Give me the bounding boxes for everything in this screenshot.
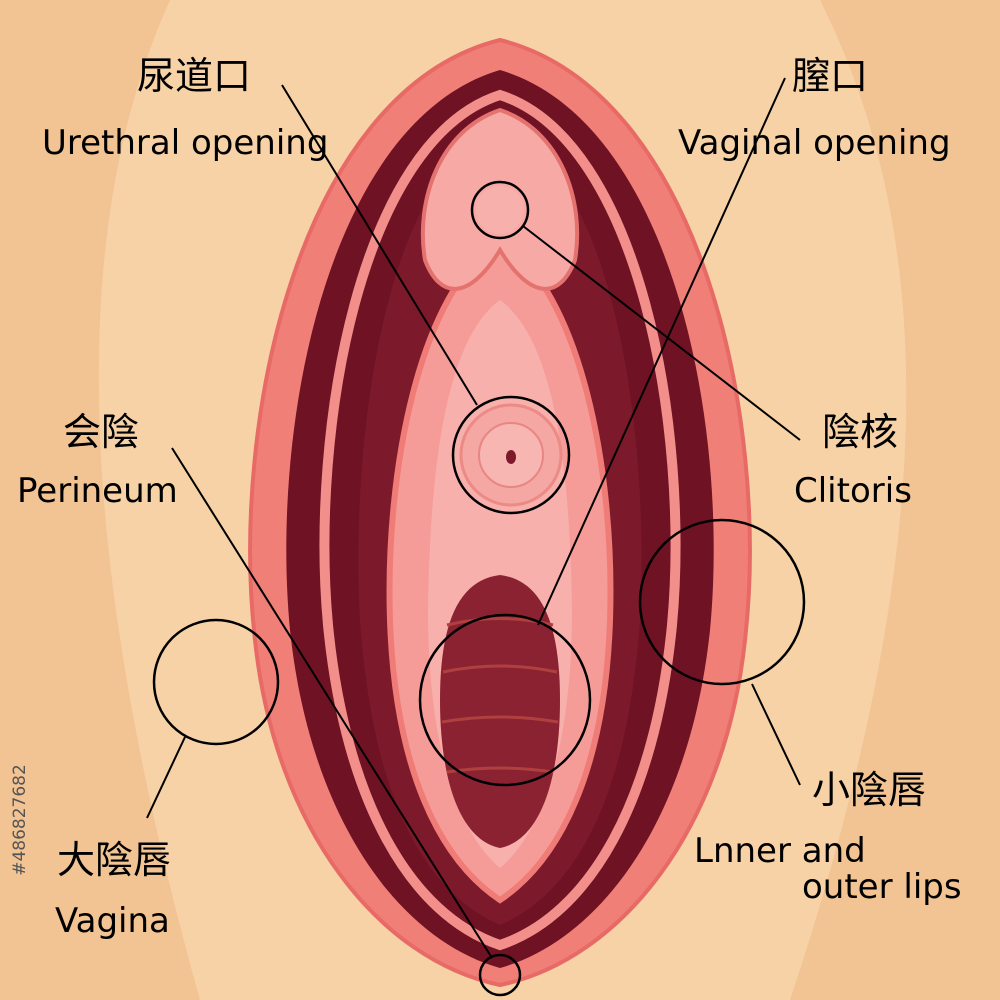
body-contour-right	[790, 0, 1000, 1000]
perineum-label-en: Perineum	[17, 471, 178, 511]
inner-lips-callout-circle	[638, 518, 806, 686]
vaginal-label-jp: 膣口	[792, 54, 869, 98]
perineum-label-jp: 会陰	[63, 410, 140, 454]
vaginal-leader	[537, 77, 786, 626]
pink-ridge-outer	[319, 89, 681, 951]
outer-lips-callout-circle	[152, 618, 280, 746]
outer-lips-leader	[146, 736, 186, 819]
vaginal-ridge-2	[442, 664, 558, 674]
urethral-callout-circle	[451, 395, 571, 515]
vaginal-callout-circle	[418, 613, 592, 787]
perineum-callout-circle	[478, 953, 522, 997]
outer-lips-label-en: Vagina	[55, 901, 170, 941]
clitoris-label-en: Clitoris	[794, 471, 912, 511]
urethral-leader	[281, 84, 478, 406]
body-contour-left	[0, 0, 200, 1000]
clitoris-callout-circle	[470, 180, 530, 240]
clitoris-leader	[522, 225, 801, 441]
stock-id-text: #486827682	[10, 764, 30, 876]
inner-lips-leader	[751, 683, 801, 786]
urethral-label-jp: 尿道口	[137, 54, 252, 98]
inner-lips-label-en-line2: outer lips	[802, 867, 962, 907]
clitoris-label-jp: 陰核	[822, 410, 899, 454]
urethral-label-en: Urethral opening	[42, 123, 329, 163]
outer-lips-label-jp: 大陰唇	[57, 838, 172, 882]
vaginal-ridge-3	[441, 715, 559, 724]
vaginal-opening-shape	[440, 575, 560, 848]
stock-id-watermark: #486827682	[6, 640, 34, 1000]
inner-lips-label-jp: 小陰唇	[812, 768, 927, 812]
vaginal-label-en: Vaginal opening	[678, 123, 951, 163]
perineum-leader	[171, 447, 493, 959]
inner-lips-label-en-line1: Lnner and	[694, 831, 866, 871]
clitoris-glans	[476, 186, 524, 234]
urethral-dot	[506, 450, 516, 464]
